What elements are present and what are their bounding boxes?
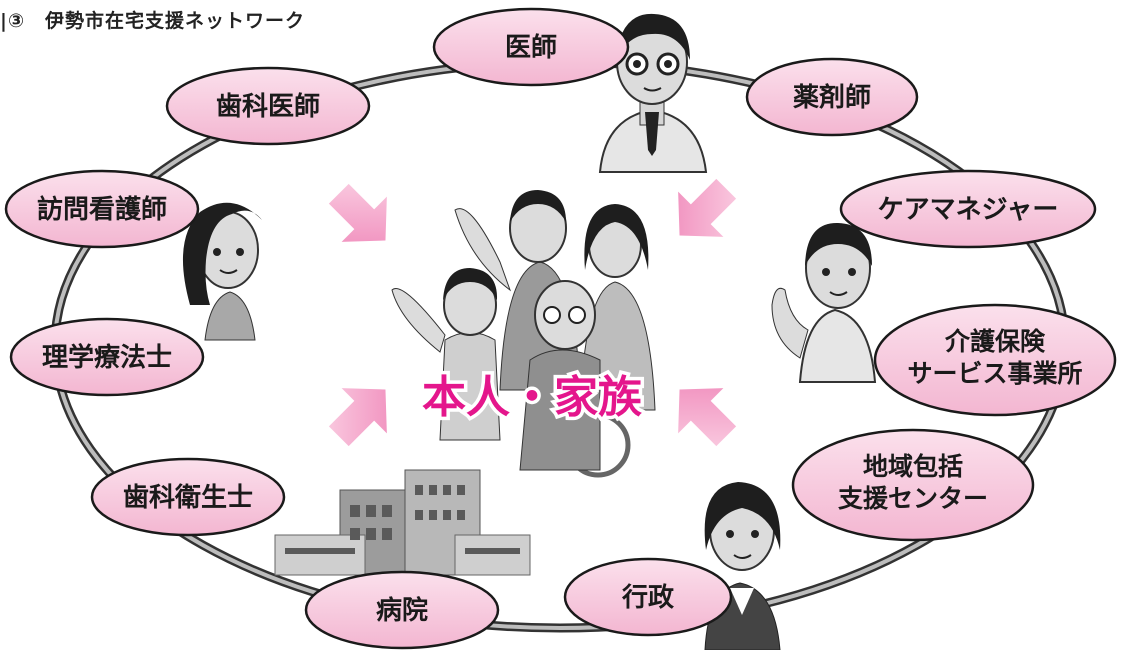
svg-text:理学療法士: 理学療法士 (42, 342, 172, 373)
nurse-illustration (182, 202, 262, 341)
svg-text:歯科衛生士: 歯科衛生士 (123, 483, 253, 513)
arrow-bottom-left (328, 388, 387, 447)
hospital-building-illustration (274, 469, 531, 576)
svg-text:薬剤師: 薬剤師 (793, 82, 871, 113)
arrow-top-right (678, 178, 737, 237)
node-rigaku: 理学療法士 (9, 317, 205, 397)
node-chiiki: 地域包括 支援センター (791, 428, 1035, 542)
family-illustration (391, 190, 656, 478)
svg-text:訪問看護師: 訪問看護師 (37, 194, 167, 225)
svg-text:介護保険: 介護保険 (944, 327, 1046, 356)
node-gyosei: 行政 (563, 557, 733, 637)
doctor-illustration (598, 13, 708, 173)
svg-text:行政: 行政 (621, 582, 674, 613)
care-manager-illustration (771, 222, 877, 383)
svg-text:サービス事業所: サービス事業所 (907, 359, 1082, 388)
node-houmon: 訪問看護師 (4, 169, 200, 249)
arrow-top-left (328, 183, 387, 242)
staff-woman-illustration (704, 482, 781, 650)
svg-text:支援センター: 支援センター (838, 484, 988, 513)
svg-text:医師: 医師 (505, 33, 557, 63)
node-shikaishi: 歯科医師 (165, 66, 371, 146)
node-yakuzaishi: 薬剤師 (745, 57, 919, 137)
svg-text:歯科医師: 歯科医師 (216, 92, 320, 122)
node-byoin: 病院 (304, 570, 500, 650)
diagram-title: |③ 伊勢市在宅支援ネットワーク (0, 10, 306, 32)
node-caremanager: ケアマネジャー (839, 169, 1097, 249)
arrow-bottom-right (678, 388, 737, 447)
center-label: 本人・家族 (422, 372, 642, 423)
node-shika-eiseishi: 歯科衛生士 (90, 457, 286, 537)
node-ishi: 医師 (432, 7, 630, 87)
svg-text:地域包括: 地域包括 (863, 452, 963, 481)
node-kaigo: 介護保険 サービス事業所 (873, 303, 1117, 417)
svg-text:病院: 病院 (376, 595, 428, 626)
svg-text:ケアマネジャー: ケアマネジャー (878, 195, 1059, 225)
